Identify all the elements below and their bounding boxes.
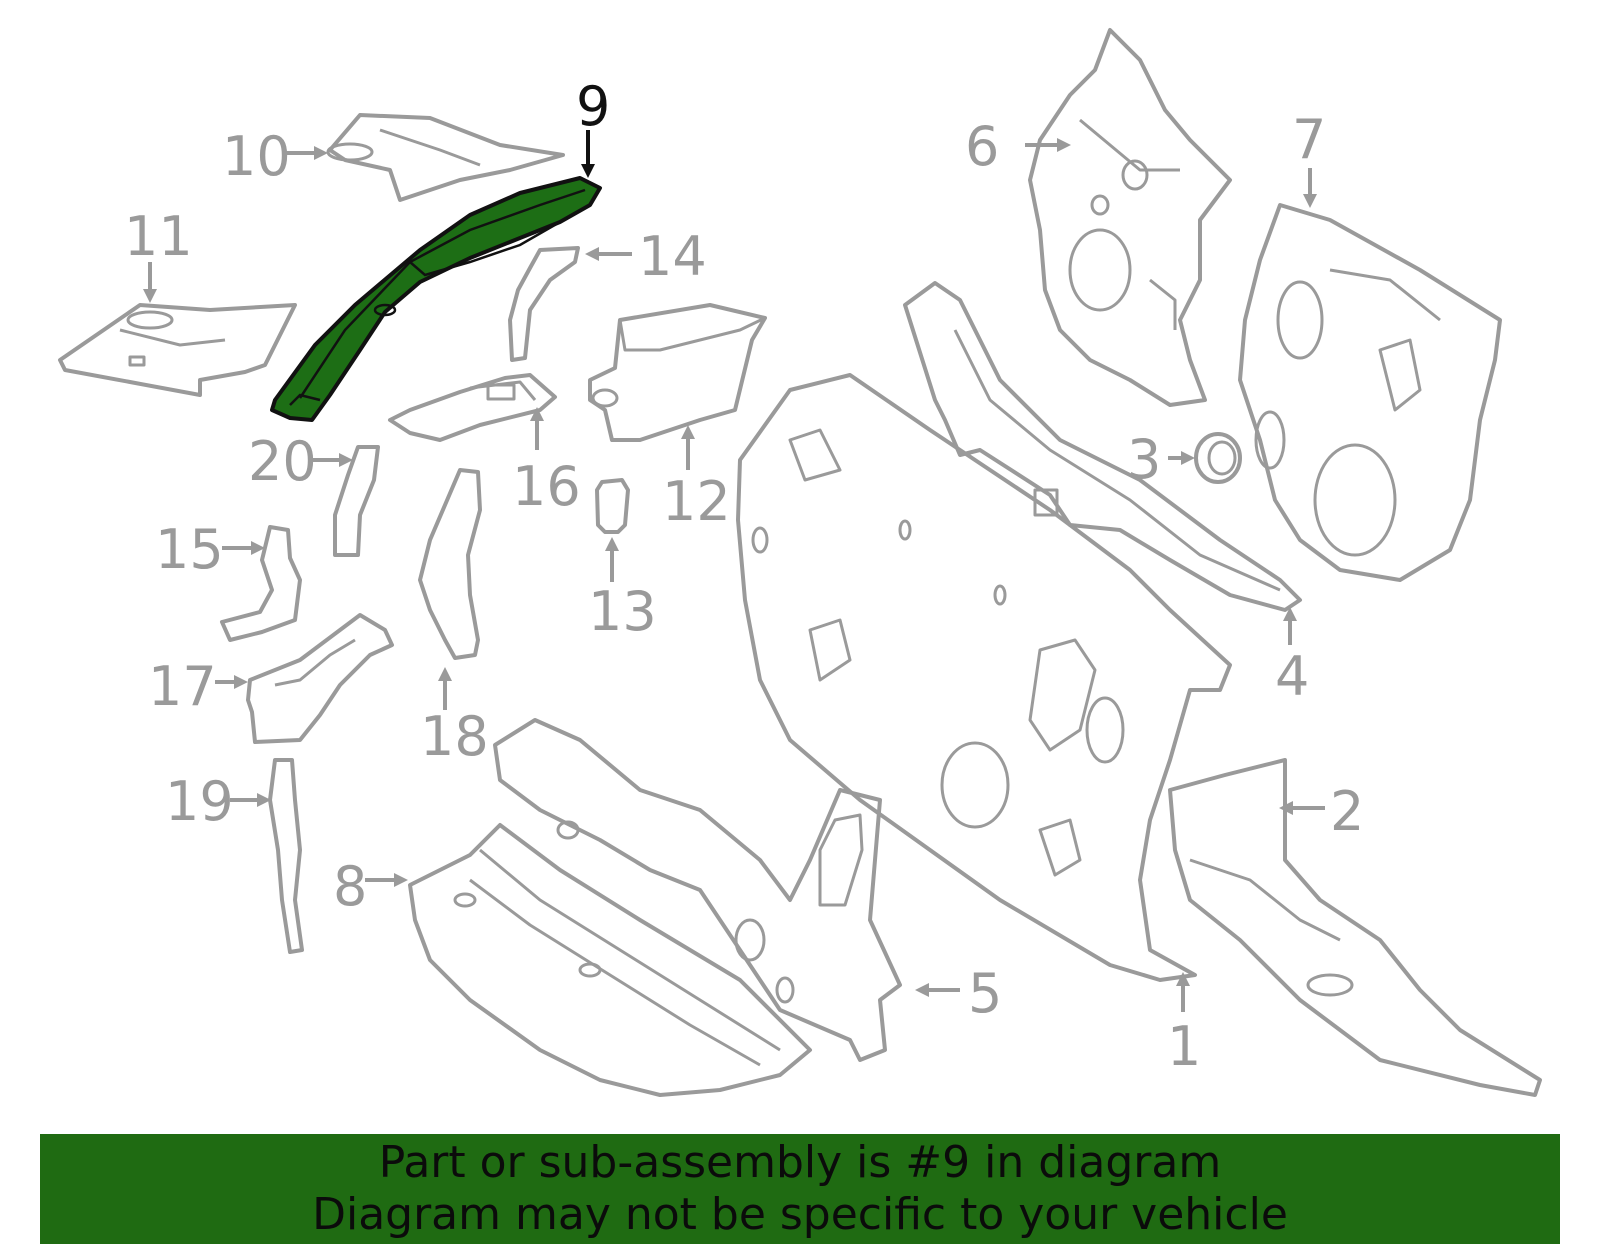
callout-20: 20 [248,430,317,493]
part-8[interactable] [408,823,812,1097]
part-16[interactable] [388,373,557,442]
callout-11: 11 [124,205,193,268]
callout-10: 10 [222,125,291,188]
part-2[interactable] [1168,758,1542,1097]
part-17[interactable] [246,613,394,744]
callout-4: 4 [1275,645,1309,708]
callout-15: 15 [155,518,224,581]
part-10[interactable] [326,113,565,202]
callout-2: 2 [1330,780,1364,843]
callout-5: 5 [968,962,1002,1025]
part-4[interactable] [903,281,1302,612]
part-7[interactable] [1238,203,1502,582]
callout-9: 9 [576,75,610,138]
callout-3: 3 [1127,428,1161,491]
callout-16: 16 [512,455,581,518]
callout-13: 13 [588,580,657,643]
callout-numbers: 10 11 9 14 20 16 12 13 15 17 18 19 8 5 1… [124,75,1364,1078]
part-15[interactable] [220,525,302,642]
part-11[interactable] [58,303,297,397]
info-banner: Part or sub-assembly is #9 in diagram Di… [40,1134,1560,1244]
part-20[interactable] [333,445,380,557]
banner-line-disclaimer: Diagram may not be specific to your vehi… [312,1189,1288,1240]
callout-6: 6 [965,115,999,178]
callout-18: 18 [420,705,489,768]
callout-8: 8 [333,855,367,918]
part-18[interactable] [418,468,482,660]
part-14[interactable] [508,246,580,362]
part-6[interactable] [1028,28,1232,407]
part-12[interactable] [588,303,767,442]
part-3[interactable] [1194,432,1242,484]
callout-7: 7 [1292,108,1326,171]
callout-17: 17 [148,655,217,718]
part-19[interactable] [268,758,304,954]
banner-line-part: Part or sub-assembly is #9 in diagram [378,1137,1222,1188]
callout-12: 12 [662,470,731,533]
part-1[interactable] [736,373,1232,982]
callout-1: 1 [1167,1015,1201,1078]
callout-arrows [143,130,1325,1012]
part-5[interactable] [493,718,902,1062]
callout-14: 14 [638,225,707,288]
part-9-highlighted[interactable] [270,176,602,422]
part-13[interactable] [595,478,630,534]
callout-19: 19 [165,770,234,833]
